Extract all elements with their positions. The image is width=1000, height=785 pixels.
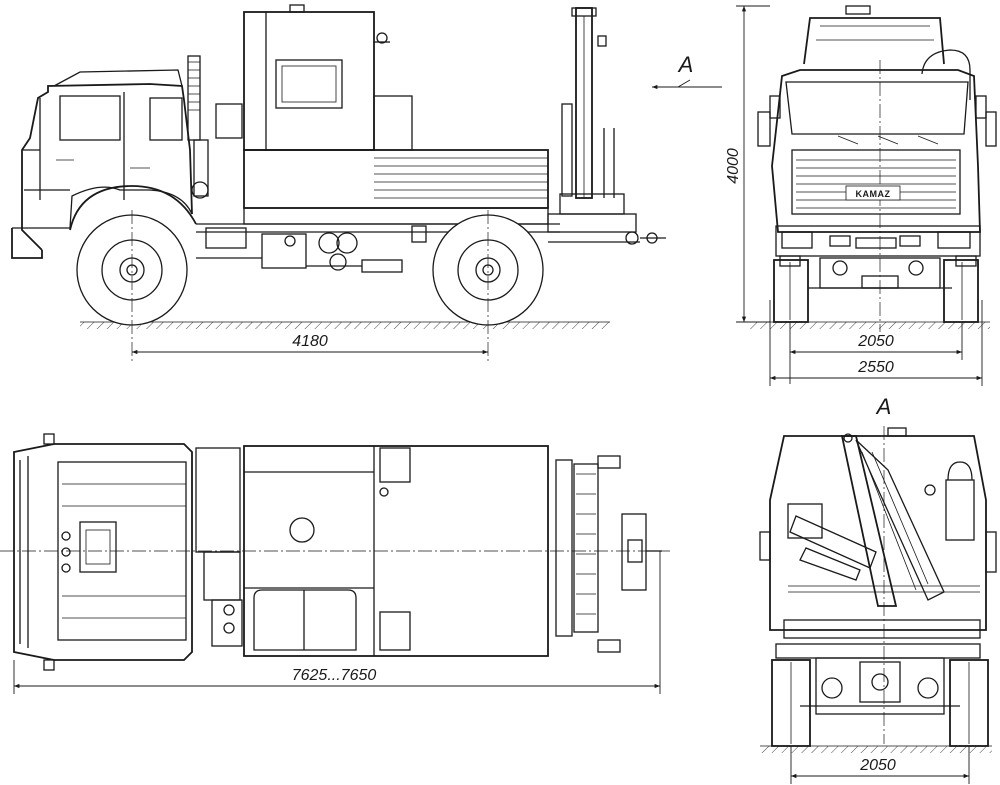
top-crane-rear (555, 455, 662, 653)
top-cabin-and-body (243, 445, 549, 657)
rear-view-title: A (875, 394, 892, 419)
rear-wheels (771, 659, 989, 747)
rear-body (759, 426, 997, 744)
front-wheels (773, 259, 979, 323)
side-crane (547, 7, 666, 245)
front-axle (808, 257, 952, 289)
side-exhaust-filter (187, 55, 243, 199)
dim-wheelbase: 4180 (292, 333, 328, 350)
kamaz-badge: KAMAZ (856, 189, 891, 199)
side-view: 4180 A (11, 4, 722, 362)
side-equipment-cabin (243, 4, 413, 151)
front-cabin-top (803, 5, 971, 100)
rear-frame-and-axle (775, 619, 981, 715)
front-view: KAMAZ 4000 (725, 5, 997, 386)
side-ground-hatch (80, 322, 610, 329)
dim-rear-track: 2050 (859, 757, 896, 774)
view-marker-label: A (677, 52, 694, 77)
side-front-wheel (69, 185, 197, 326)
rear-crane (789, 433, 945, 607)
front-width-dimension: 2550 (769, 300, 983, 386)
dim-overall-length: 7625...7650 (292, 667, 377, 684)
dim-height: 4000 (725, 148, 742, 184)
front-height-dimension: 4000 (725, 5, 770, 323)
top-cab (13, 433, 193, 671)
top-view: 7625...7650 (0, 433, 670, 694)
top-mid-section (195, 447, 243, 647)
rear-track-dimension: 2050 (790, 746, 970, 784)
rear-view: A (759, 394, 997, 784)
view-direction-marker: A (652, 52, 722, 90)
side-cab (11, 69, 193, 259)
front-grille: KAMAZ (791, 149, 961, 215)
dim-overall-width: 2550 (857, 359, 894, 376)
top-length-dimension: 7625...7650 (13, 551, 661, 694)
front-bumper (775, 225, 981, 267)
side-undercarriage (196, 225, 427, 273)
front-track-dimension: 2050 (789, 322, 963, 384)
side-wheelbase-dimension: 4180 (131, 210, 489, 362)
front-cab (757, 60, 997, 332)
dim-front-track: 2050 (857, 333, 894, 350)
